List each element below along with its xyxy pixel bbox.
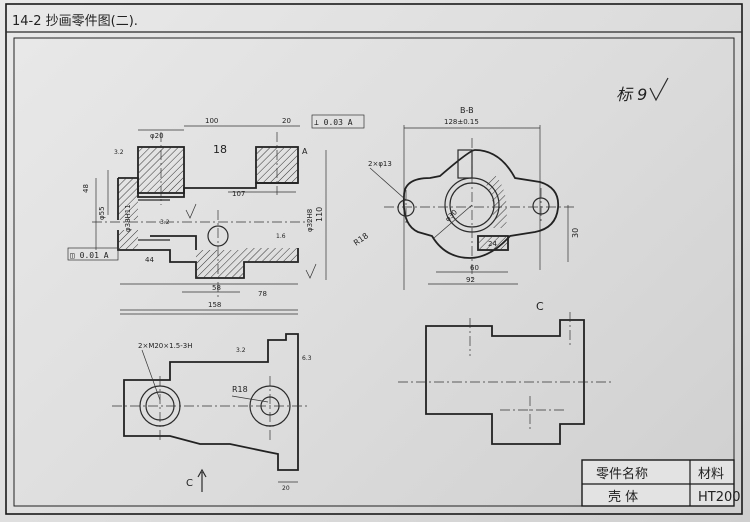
header-title: 14-2 抄画零件图(二). xyxy=(12,14,138,29)
material-label: 材料 xyxy=(698,467,724,482)
dim-phi32h8: φ32H8 xyxy=(306,209,314,232)
roughness-3: 1.6 xyxy=(276,233,286,240)
inner-frame xyxy=(13,37,735,507)
part-name-value: 壳 体 xyxy=(608,490,638,505)
front-section-view: ◫ 0.01 A ⊥ 0.03 A xyxy=(67,114,365,311)
sheet-outer-border xyxy=(5,3,743,515)
dim-60: 60 xyxy=(470,264,479,272)
roughness-2: 3.2 xyxy=(160,219,170,226)
score-mark: 标 9 xyxy=(616,85,647,104)
section-bb-title: B-B xyxy=(460,106,474,115)
section-a-mark: A xyxy=(302,147,308,156)
view-c xyxy=(398,312,612,445)
dim-20-bottom: 20 xyxy=(282,485,290,492)
dim-158: 158 xyxy=(208,301,221,309)
dim-44: 44 xyxy=(145,256,154,264)
parallel-frame: ⊥ 0.03 A xyxy=(314,118,353,127)
dim-20: 20 xyxy=(282,117,291,125)
dim-78: 78 xyxy=(258,290,267,298)
bb-section-view xyxy=(369,125,576,290)
dim-phi38h11: φ38H11 xyxy=(124,204,132,232)
flatness-frame: ◫ 0.01 A xyxy=(70,251,109,260)
roughness-symbol-icon-2 xyxy=(305,263,317,279)
roughness-symbol-icon xyxy=(185,203,197,219)
dim-128: 128±0.15 xyxy=(444,118,479,126)
dim-r18-top: R18 xyxy=(352,231,370,247)
dim-110: 110 xyxy=(315,207,324,222)
dim-phi20: φ20 xyxy=(150,132,164,140)
roughness-1: 3.2 xyxy=(114,149,124,156)
check-mark-icon xyxy=(649,77,669,102)
view-arrow-icon xyxy=(197,468,207,492)
dim-107: 107 xyxy=(232,190,245,198)
dim-30: 30 xyxy=(571,228,580,238)
title-block xyxy=(581,459,735,507)
dim-phi55: φ55 xyxy=(98,206,106,220)
dim-2xphi13: 2×φ13 xyxy=(368,160,392,168)
dim-48: 48 xyxy=(82,184,90,193)
top-view xyxy=(112,313,310,483)
material-value: HT200 xyxy=(698,490,741,505)
dim-100: 100 xyxy=(205,117,218,125)
roughness-5: 6.3 xyxy=(302,355,312,362)
dim-18: 18 xyxy=(213,143,227,156)
view-c-arrow-label: C xyxy=(186,478,193,489)
dim-58: 58 xyxy=(212,284,221,292)
dim-24: 24 xyxy=(488,240,497,248)
dim-thread: 2×M20×1.5-3H xyxy=(138,342,193,350)
view-c-title: C xyxy=(536,300,544,313)
dim-92: 92 xyxy=(466,276,475,284)
part-name-label: 零件名称 xyxy=(596,466,648,482)
dim-r18-front: R18 xyxy=(232,385,248,394)
roughness-4: 3.2 xyxy=(236,347,246,354)
